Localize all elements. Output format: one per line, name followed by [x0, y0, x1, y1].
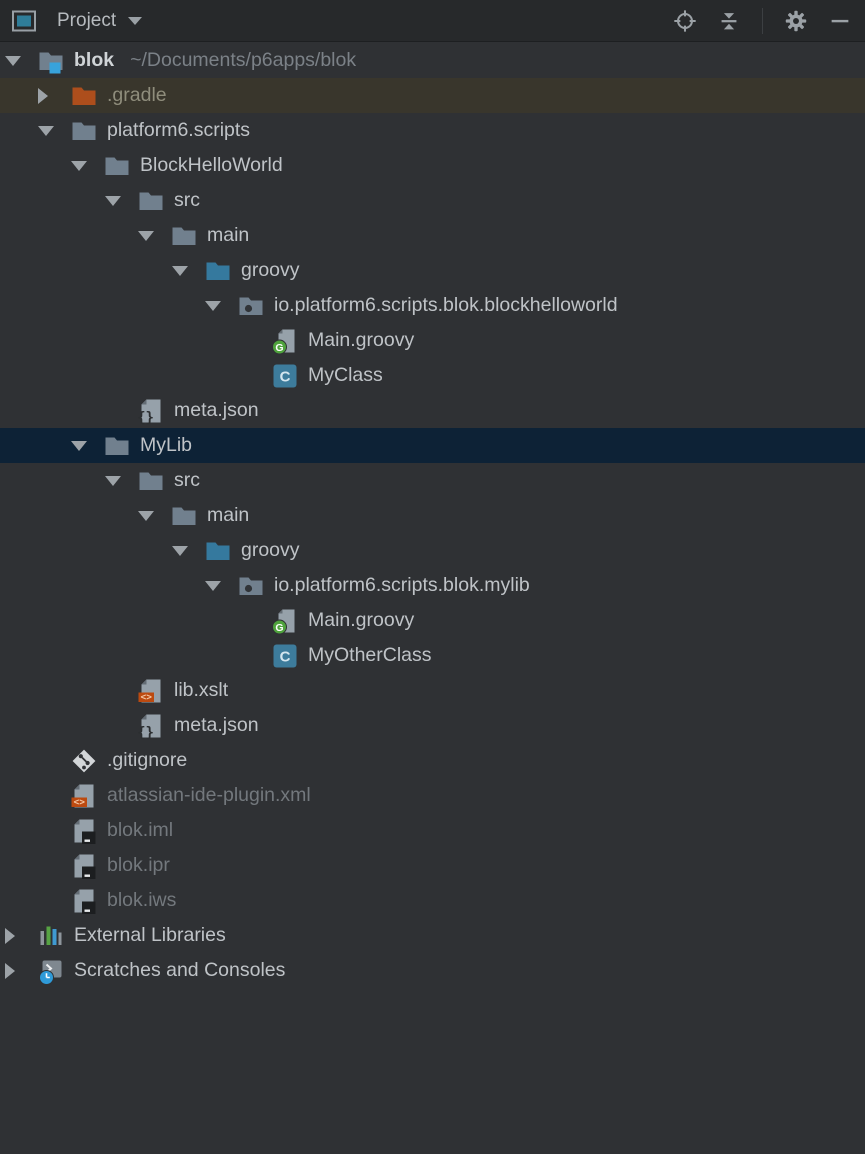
tree-row-blok-iml[interactable]: blok.iml — [0, 813, 865, 848]
chevron-expanded-icon[interactable] — [71, 440, 103, 451]
libraries-icon — [37, 922, 65, 950]
tree-row-blok-iws[interactable]: blok.iws — [0, 883, 865, 918]
folder-icon — [170, 222, 198, 250]
tree-row-main-groovy[interactable]: Main.groovy — [0, 603, 865, 638]
tree-row-gradle[interactable]: .gradle — [0, 78, 865, 113]
chevron-expanded-icon[interactable] — [71, 160, 103, 171]
chevron-expanded-icon[interactable] — [172, 545, 204, 556]
chevron-collapsed-icon[interactable] — [5, 927, 37, 944]
chevron-collapsed-icon[interactable] — [5, 962, 37, 979]
chevron-expanded-icon[interactable] — [138, 230, 170, 241]
chevron-expanded-icon[interactable] — [105, 475, 137, 486]
project-toolwindow-icon — [10, 7, 38, 35]
collapse-all-icon — [716, 8, 742, 34]
tree-row-lib-xslt[interactable]: lib.xslt — [0, 673, 865, 708]
chevron-expanded-icon[interactable] — [5, 55, 37, 66]
project-tree: blok ~/Documents/p6apps/blok .gradle pla… — [0, 42, 865, 988]
tree-row-src[interactable]: src — [0, 183, 865, 218]
tree-row-groovy[interactable]: groovy — [0, 253, 865, 288]
source-folder-icon — [204, 537, 232, 565]
source-folder-icon — [204, 257, 232, 285]
tree-row-platform6-scripts[interactable]: platform6.scripts — [0, 113, 865, 148]
chevron-expanded-icon[interactable] — [205, 300, 237, 311]
folder-icon — [103, 152, 131, 180]
idea-module-file-icon — [70, 887, 98, 915]
tree-row-myotherclass[interactable]: MyOtherClass — [0, 638, 865, 673]
class-icon — [271, 642, 299, 670]
tree-row-external-libraries[interactable]: External Libraries — [0, 918, 865, 953]
toolbar-divider — [762, 7, 763, 34]
collapse-all-button[interactable] — [714, 6, 744, 36]
chevron-expanded-icon[interactable] — [38, 125, 70, 136]
tree-row-main[interactable]: main — [0, 498, 865, 533]
folder-icon — [170, 502, 198, 530]
tree-row-blockhelloworld[interactable]: BlockHelloWorld — [0, 148, 865, 183]
settings-button[interactable] — [781, 6, 811, 36]
tree-row-blok-ipr[interactable]: blok.ipr — [0, 848, 865, 883]
folder-icon — [137, 467, 165, 495]
folder-icon — [137, 187, 165, 215]
json-file-icon — [137, 397, 165, 425]
class-icon — [271, 362, 299, 390]
chevron-expanded-icon[interactable] — [105, 195, 137, 206]
chevron-expanded-icon[interactable] — [172, 265, 204, 276]
xml-file-icon — [70, 782, 98, 810]
tree-row-myclass[interactable]: MyClass — [0, 358, 865, 393]
tree-row-blok-root[interactable]: blok ~/Documents/p6apps/blok — [0, 43, 865, 78]
toolwindow-title[interactable]: Project — [57, 9, 117, 31]
folder-icon — [70, 117, 98, 145]
package-icon — [237, 292, 265, 320]
tree-row-package-blockhelloworld[interactable]: io.platform6.scripts.blok.blockhelloworl… — [0, 288, 865, 323]
idea-module-file-icon — [70, 817, 98, 845]
xml-file-icon — [137, 677, 165, 705]
tree-row-package-mylib[interactable]: io.platform6.scripts.blok.mylib — [0, 568, 865, 603]
project-path: ~/Documents/p6apps/blok — [130, 49, 357, 71]
tree-row-main-groovy[interactable]: Main.groovy — [0, 323, 865, 358]
json-file-icon — [137, 712, 165, 740]
project-toolwindow-header: Project — [0, 0, 865, 42]
chevron-expanded-icon[interactable] — [138, 510, 170, 521]
tree-row-main[interactable]: main — [0, 218, 865, 253]
gear-icon — [783, 8, 809, 34]
idea-module-file-icon — [70, 852, 98, 880]
scratches-icon — [37, 957, 65, 985]
tree-row-scratches-and-consoles[interactable]: Scratches and Consoles — [0, 953, 865, 988]
chevron-collapsed-icon[interactable] — [38, 87, 70, 104]
tree-row-gitignore[interactable]: .gitignore — [0, 743, 865, 778]
package-icon — [237, 572, 265, 600]
groovy-file-icon — [271, 607, 299, 635]
chevron-expanded-icon[interactable] — [205, 580, 237, 591]
tree-row-meta-json[interactable]: meta.json — [0, 393, 865, 428]
tree-row-meta-json[interactable]: meta.json — [0, 708, 865, 743]
hide-toolwindow-button[interactable] — [825, 6, 855, 36]
target-icon — [672, 8, 698, 34]
git-icon — [70, 747, 98, 775]
groovy-file-icon — [271, 327, 299, 355]
tree-row-mylib[interactable]: MyLib — [0, 428, 865, 463]
chevron-down-icon[interactable] — [128, 16, 143, 25]
minus-icon — [827, 8, 853, 34]
tree-row-atlassian-ide-plugin[interactable]: atlassian-ide-plugin.xml — [0, 778, 865, 813]
excluded-folder-icon — [70, 82, 98, 110]
project-folder-icon — [37, 47, 65, 75]
tree-row-src[interactable]: src — [0, 463, 865, 498]
tree-row-groovy[interactable]: groovy — [0, 533, 865, 568]
locate-file-button[interactable] — [670, 6, 700, 36]
folder-icon — [103, 432, 131, 460]
